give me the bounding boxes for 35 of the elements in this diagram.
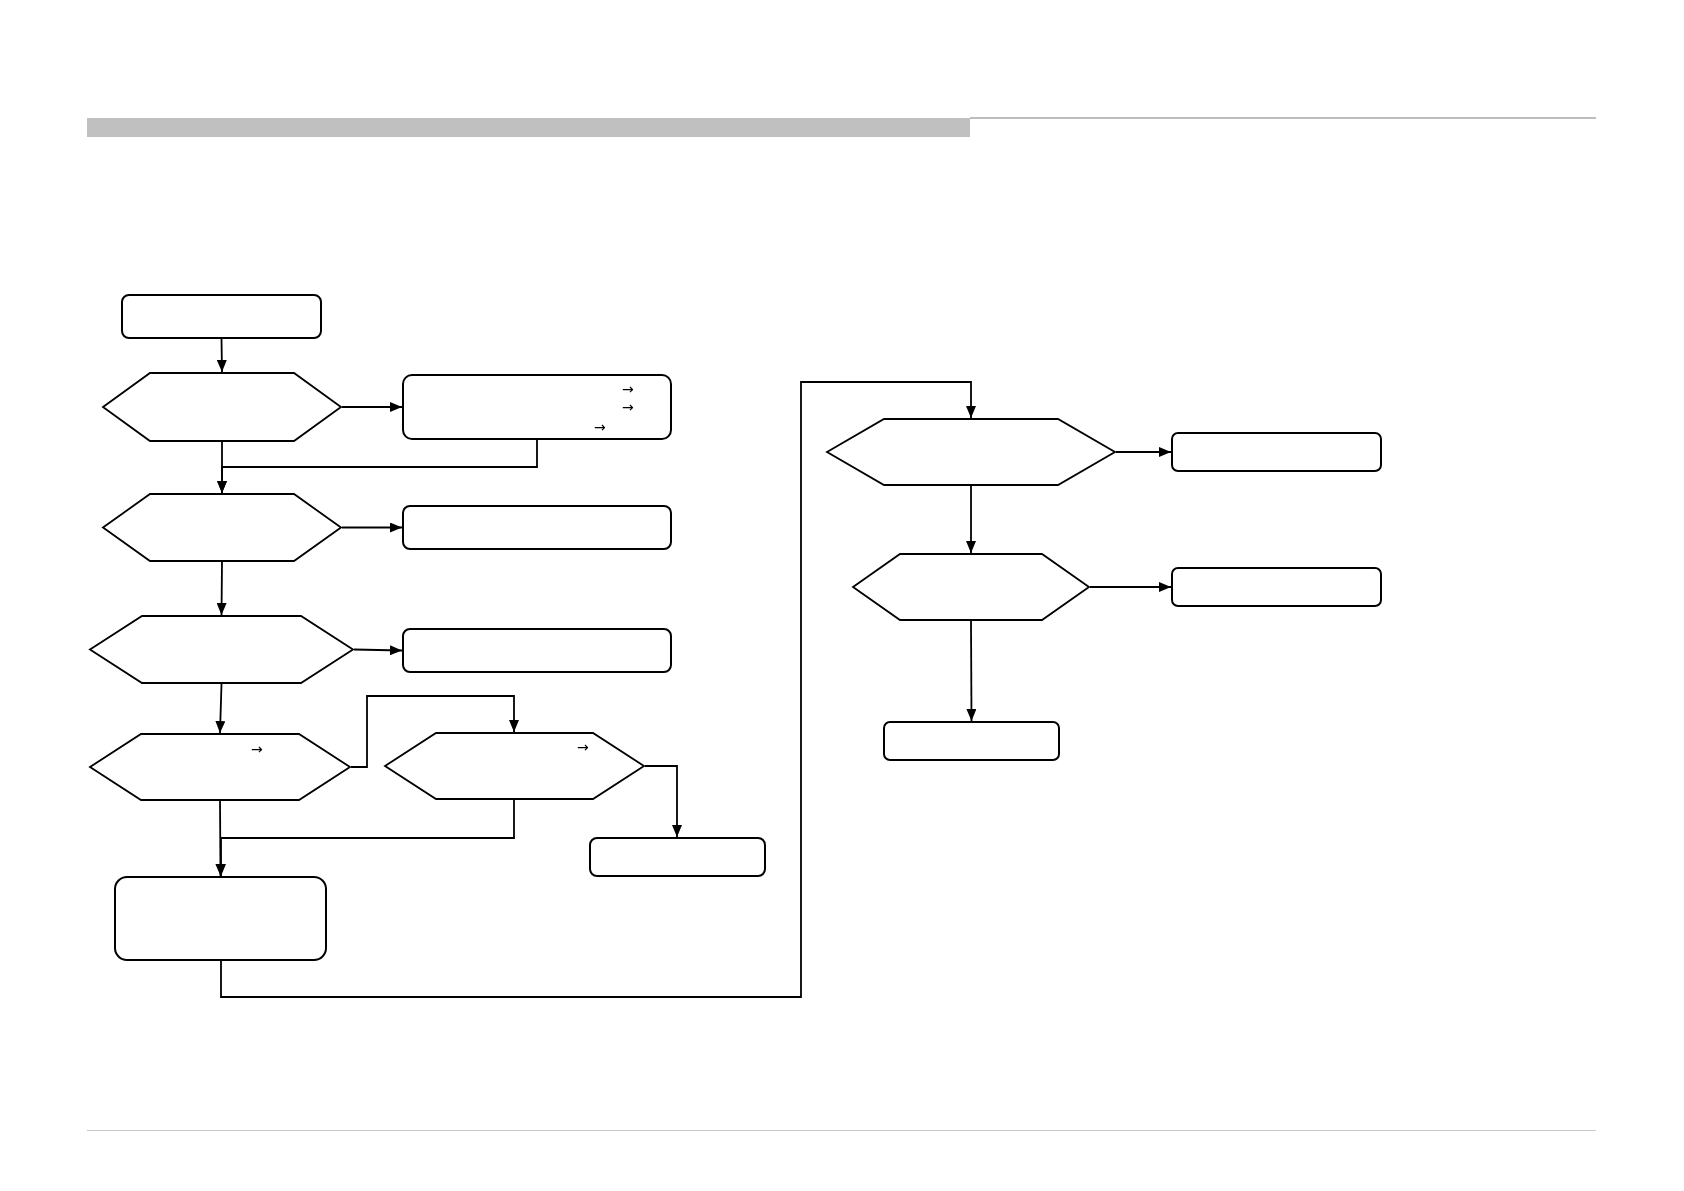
- arrow: [644, 765, 682, 838]
- arrow: [966, 485, 976, 554]
- arrow-symbol: →: [251, 741, 263, 757]
- arrow: [350, 695, 519, 768]
- arrow: [341, 402, 403, 412]
- arrow-symbol: →: [622, 399, 634, 415]
- arrow: [1089, 582, 1172, 592]
- arrow-symbol: →: [577, 739, 589, 755]
- arrow: [215, 683, 226, 734]
- arrow-symbol: →: [622, 381, 634, 397]
- process-box: [121, 294, 322, 339]
- decision-hexagon: [384, 732, 645, 800]
- process-box: [402, 505, 672, 550]
- process-box: [1171, 432, 1382, 472]
- process-box: [883, 721, 1060, 761]
- decision-hexagon: [852, 553, 1090, 621]
- arrow: [966, 620, 977, 722]
- decision-hexagon: [102, 493, 342, 562]
- process-box: [589, 837, 766, 877]
- process-box: [1171, 567, 1382, 607]
- arrow: [215, 800, 226, 877]
- arrow: [353, 645, 403, 656]
- arrow: [216, 561, 227, 616]
- process-box: [402, 374, 672, 440]
- arrow-symbol: →: [594, 419, 606, 435]
- arrow: [1115, 447, 1172, 457]
- process-box: [402, 628, 672, 673]
- arrow: [341, 522, 403, 533]
- arrow: [217, 439, 538, 494]
- decision-hexagon: [826, 418, 1116, 486]
- arrow: [216, 338, 227, 373]
- decision-hexagon: [89, 615, 354, 684]
- process-box: [114, 876, 327, 961]
- decision-hexagon: [102, 372, 342, 442]
- decision-hexagon: [89, 733, 351, 801]
